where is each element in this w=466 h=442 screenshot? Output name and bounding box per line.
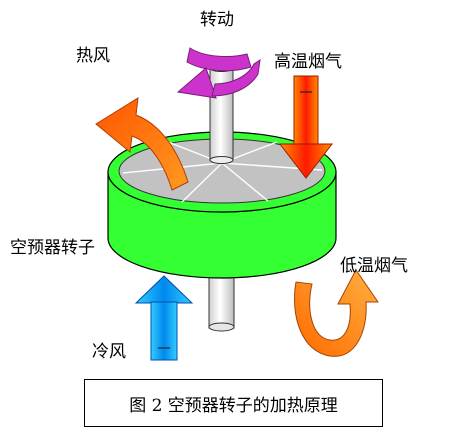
figure-caption: 图 2 空预器转子的加热原理 xyxy=(84,379,383,427)
shaft-lower-end xyxy=(208,322,235,332)
label-rotor: 空预器转子 xyxy=(10,238,95,258)
shaft-collar xyxy=(209,156,234,164)
label-rotation: 转动 xyxy=(200,10,234,30)
figure-caption-text: 图 2 空预器转子的加热原理 xyxy=(129,395,338,416)
label-hot-air: 热风 xyxy=(76,46,110,66)
label-cold-air: 冷风 xyxy=(92,342,126,362)
low-temp-flue-gas-arrow xyxy=(294,269,379,357)
cold-air-arrow xyxy=(134,275,194,361)
high-temp-flue-gas-arrow xyxy=(278,75,334,179)
hot-air-arrow xyxy=(95,97,189,191)
rotation-arrow xyxy=(176,47,261,99)
label-high-temp-flue-gas: 高温烟气 xyxy=(274,52,342,72)
shaft-lower xyxy=(208,269,235,329)
label-low-temp-flue-gas: 低温烟气 xyxy=(340,256,408,276)
